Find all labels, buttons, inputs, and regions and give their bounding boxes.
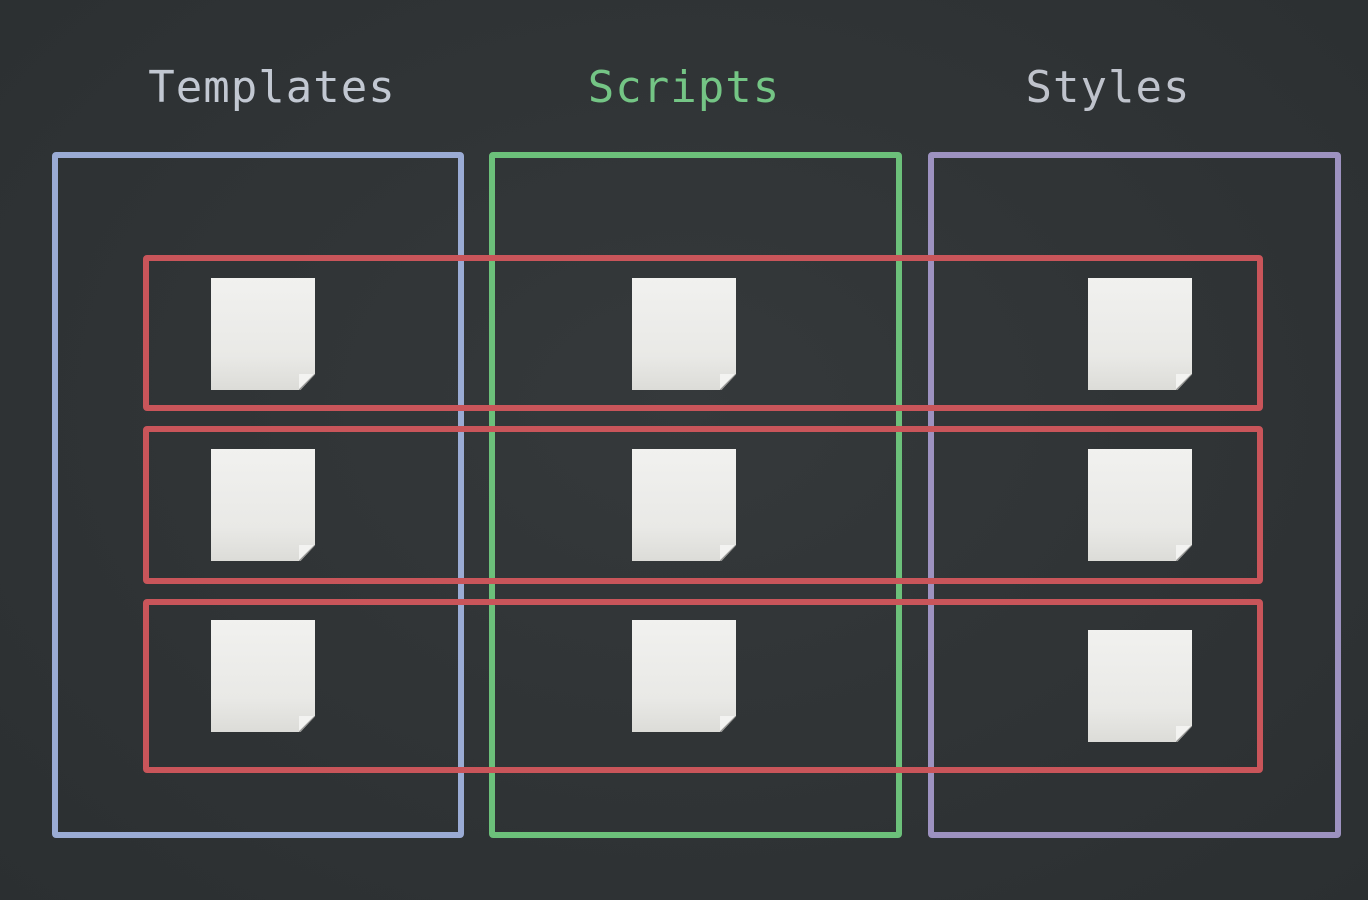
file-icon [632, 278, 736, 390]
column-label-templates: Templates [148, 62, 396, 113]
row-group-2 [143, 426, 1263, 584]
column-label-scripts: Scripts [587, 62, 781, 113]
column-box-templates [52, 152, 464, 838]
column-label-styles: Styles [1025, 62, 1191, 113]
file-icon [1088, 449, 1192, 561]
file-icon [632, 620, 736, 732]
file-icon [211, 620, 315, 732]
column-box-scripts [489, 152, 902, 838]
file-icon [632, 449, 736, 561]
file-icon [1088, 278, 1192, 390]
file-icon [211, 278, 315, 390]
file-icon [1088, 630, 1192, 742]
column-box-styles [928, 152, 1341, 838]
row-group-1 [143, 255, 1263, 411]
file-icon [211, 449, 315, 561]
row-group-3 [143, 599, 1263, 773]
